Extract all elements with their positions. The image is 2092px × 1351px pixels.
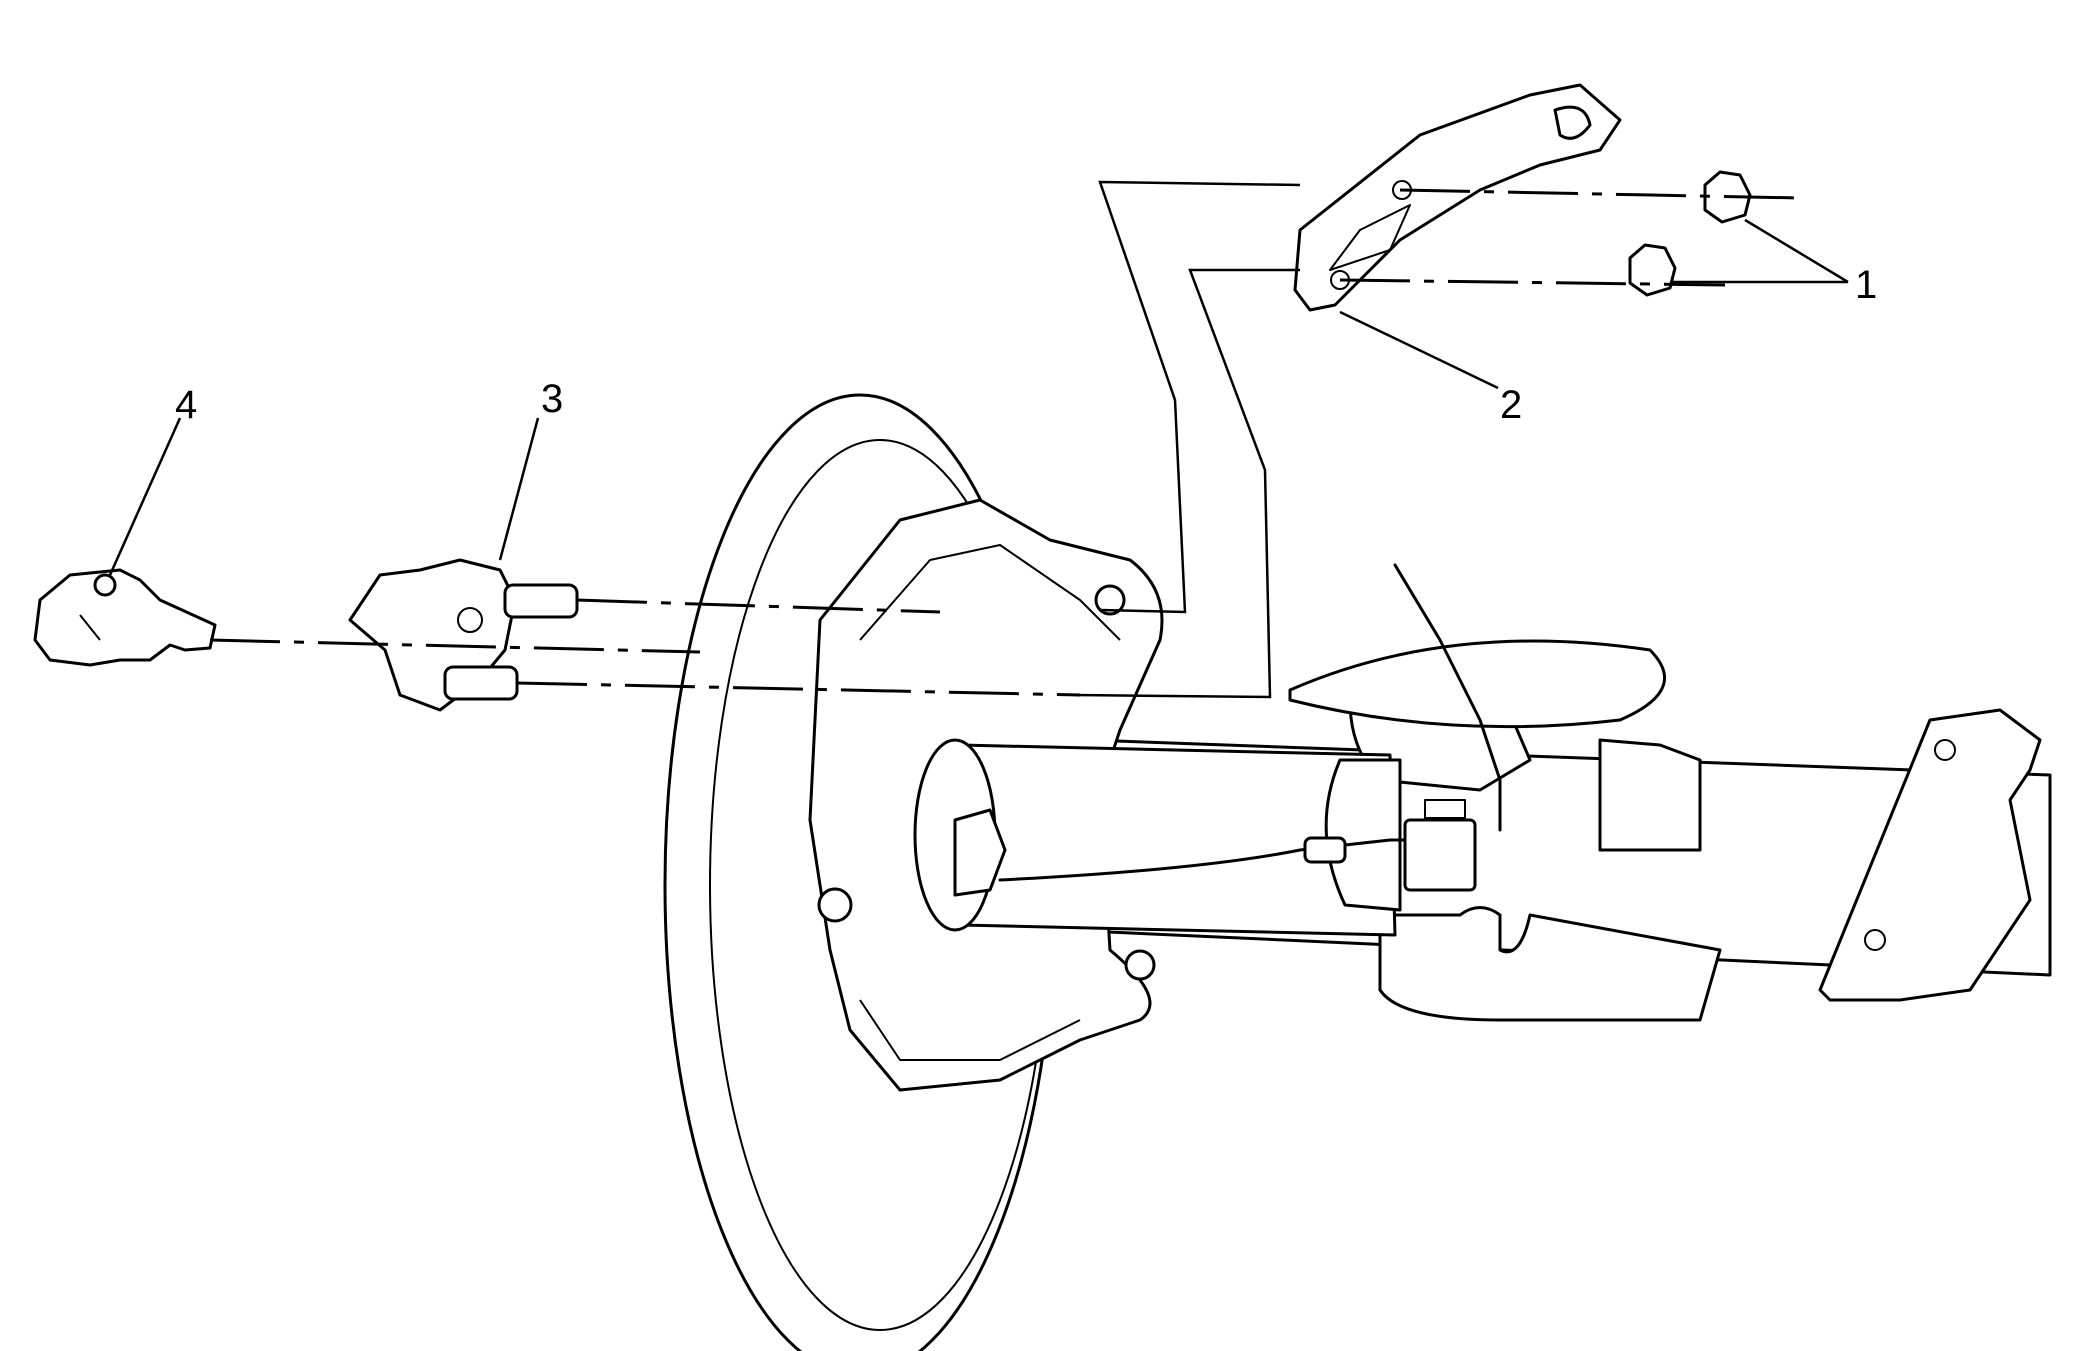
part-2-cable-bracket <box>1293 83 1622 312</box>
callout-4: 4 <box>175 383 197 427</box>
part-4-clip <box>33 568 217 667</box>
part-3-bracket <box>348 558 579 712</box>
callout-2: 2 <box>1500 383 1522 427</box>
callout-leaders <box>108 218 1849 576</box>
assembly-lines <box>209 180 1801 699</box>
part-1-nuts <box>1628 170 1752 297</box>
callout-3: 3 <box>541 377 563 421</box>
wheel-speed-sensor <box>953 799 1477 897</box>
callout-1: 1 <box>1855 263 1877 307</box>
